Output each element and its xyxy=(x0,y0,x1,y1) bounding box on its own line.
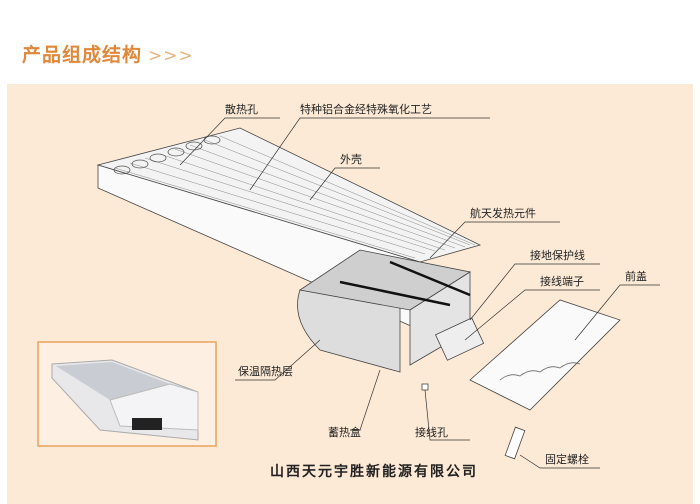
leader-lines xyxy=(179,117,660,469)
label-heat-box: 蓄热盒 xyxy=(328,425,361,439)
label-bolt: 固定螺栓 xyxy=(545,452,589,466)
label-heating-element: 航天发热元件 xyxy=(470,206,536,220)
section-title: 产品组成结构>>> xyxy=(22,40,194,67)
label-ground-wire: 接地保护线 xyxy=(530,248,585,262)
label-terminal: 接线端子 xyxy=(540,274,584,288)
label-vent-holes: 散热孔 xyxy=(225,102,258,116)
company-name: 山西天元宇胜新能源有限公司 xyxy=(270,463,478,480)
label-front-cover: 前盖 xyxy=(625,269,647,283)
label-wire-hole: 接线孔 xyxy=(415,425,448,439)
label-shell: 外壳 xyxy=(340,152,362,166)
chevrons-icon: >>> xyxy=(148,46,194,66)
section-title-text: 产品组成结构 xyxy=(22,44,143,66)
label-aluminum: 特种铝合金经特殊氧化工艺 xyxy=(300,102,432,116)
vent-holes xyxy=(113,135,221,175)
heater-body xyxy=(96,127,621,460)
product-photo xyxy=(37,341,217,447)
label-insulation: 保温隔热层 xyxy=(238,364,293,378)
